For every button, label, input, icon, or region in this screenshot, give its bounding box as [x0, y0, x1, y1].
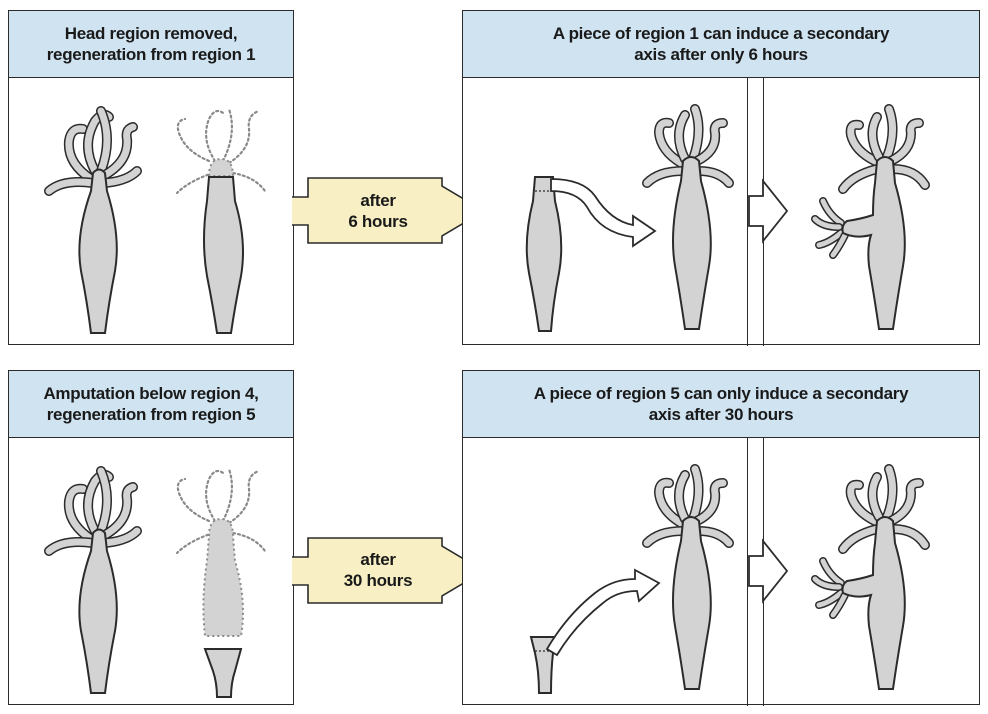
intact-hydra-2-body: [78, 528, 118, 694]
bottom-right-header: A piece of region 5 can only induce a se…: [463, 371, 979, 438]
transfer-arrow-icon: [550, 178, 657, 248]
top-result-arrow-icon: [748, 178, 789, 244]
intact-hydra-2-tentacles: [44, 466, 142, 556]
top-right-header: A piece of region 1 can induce a seconda…: [463, 11, 979, 78]
result-hydra-tentacles: [838, 104, 930, 194]
top-right-panel: A piece of region 1 can induce a seconda…: [462, 10, 980, 346]
dotted-head-cap: [207, 157, 235, 177]
bottom-left-title-line1: Amputation below region 4,: [43, 384, 259, 403]
top-left-title-line1: Head region removed,: [64, 24, 238, 43]
host-hydra-2-tentacles: [642, 464, 734, 548]
top-time-label: after 6 hours: [310, 190, 446, 232]
bottom-time-line1: after: [360, 550, 396, 569]
bottom-left-panel: Amputation below region 4, regeneration …: [8, 370, 294, 705]
secondary-axis-bud: [811, 197, 849, 259]
bottom-time-line2: 30 hours: [343, 571, 413, 590]
remaining-base-body: [203, 648, 243, 698]
secondary-axis-bud-2: [811, 557, 849, 619]
host-hydra-2-body: [672, 516, 712, 690]
cut-hydra-body: [203, 176, 244, 334]
top-left-title-line2: regeneration from region 1: [46, 45, 256, 64]
top-left-header: Head region removed, regeneration from r…: [9, 11, 293, 78]
top-left-hydra-art: [44, 106, 267, 334]
dotted-head-tentacles: [175, 107, 267, 195]
bottom-right-divider: [747, 437, 748, 706]
bottom-right-title-line2: axis after 30 hours: [648, 405, 794, 424]
result-hydra-body: [841, 156, 906, 330]
bottom-right-title-line1: A piece of region 5 can only induce a se…: [533, 384, 909, 403]
transfer-arrow-2-icon: [545, 568, 661, 657]
bottom-time-label: after 30 hours: [310, 549, 446, 591]
result-hydra-2-tentacles: [838, 464, 930, 554]
bottom-right-transplant-art: [529, 464, 930, 694]
host-hydra-tentacles: [642, 104, 734, 188]
bottom-result-arrow-icon: [748, 538, 789, 604]
top-right-transplant-art: [525, 104, 930, 332]
bottom-left-header: Amputation below region 4, regeneration …: [9, 371, 293, 438]
top-time-line2: 6 hours: [348, 212, 408, 231]
top-right-title-line2: axis after only 6 hours: [634, 45, 808, 64]
intact-hydra-body: [78, 168, 118, 334]
bottom-right-panel: A piece of region 5 can only induce a se…: [462, 370, 980, 706]
dotted-upper-body: [202, 517, 244, 637]
donor-hydra-body: [525, 176, 563, 332]
top-right-divider: [747, 77, 748, 346]
result-hydra-2-body: [841, 516, 906, 690]
top-left-panel: Head region removed, regeneration from r…: [8, 10, 294, 345]
intact-hydra-figure: [44, 106, 142, 196]
top-time-line1: after: [360, 191, 396, 210]
host-hydra-body: [672, 156, 712, 330]
bottom-left-hydra-art: [44, 466, 267, 698]
bottom-left-title-line2: regeneration from region 5: [46, 405, 256, 424]
top-right-title-line1: A piece of region 1 can induce a seconda…: [552, 24, 890, 43]
